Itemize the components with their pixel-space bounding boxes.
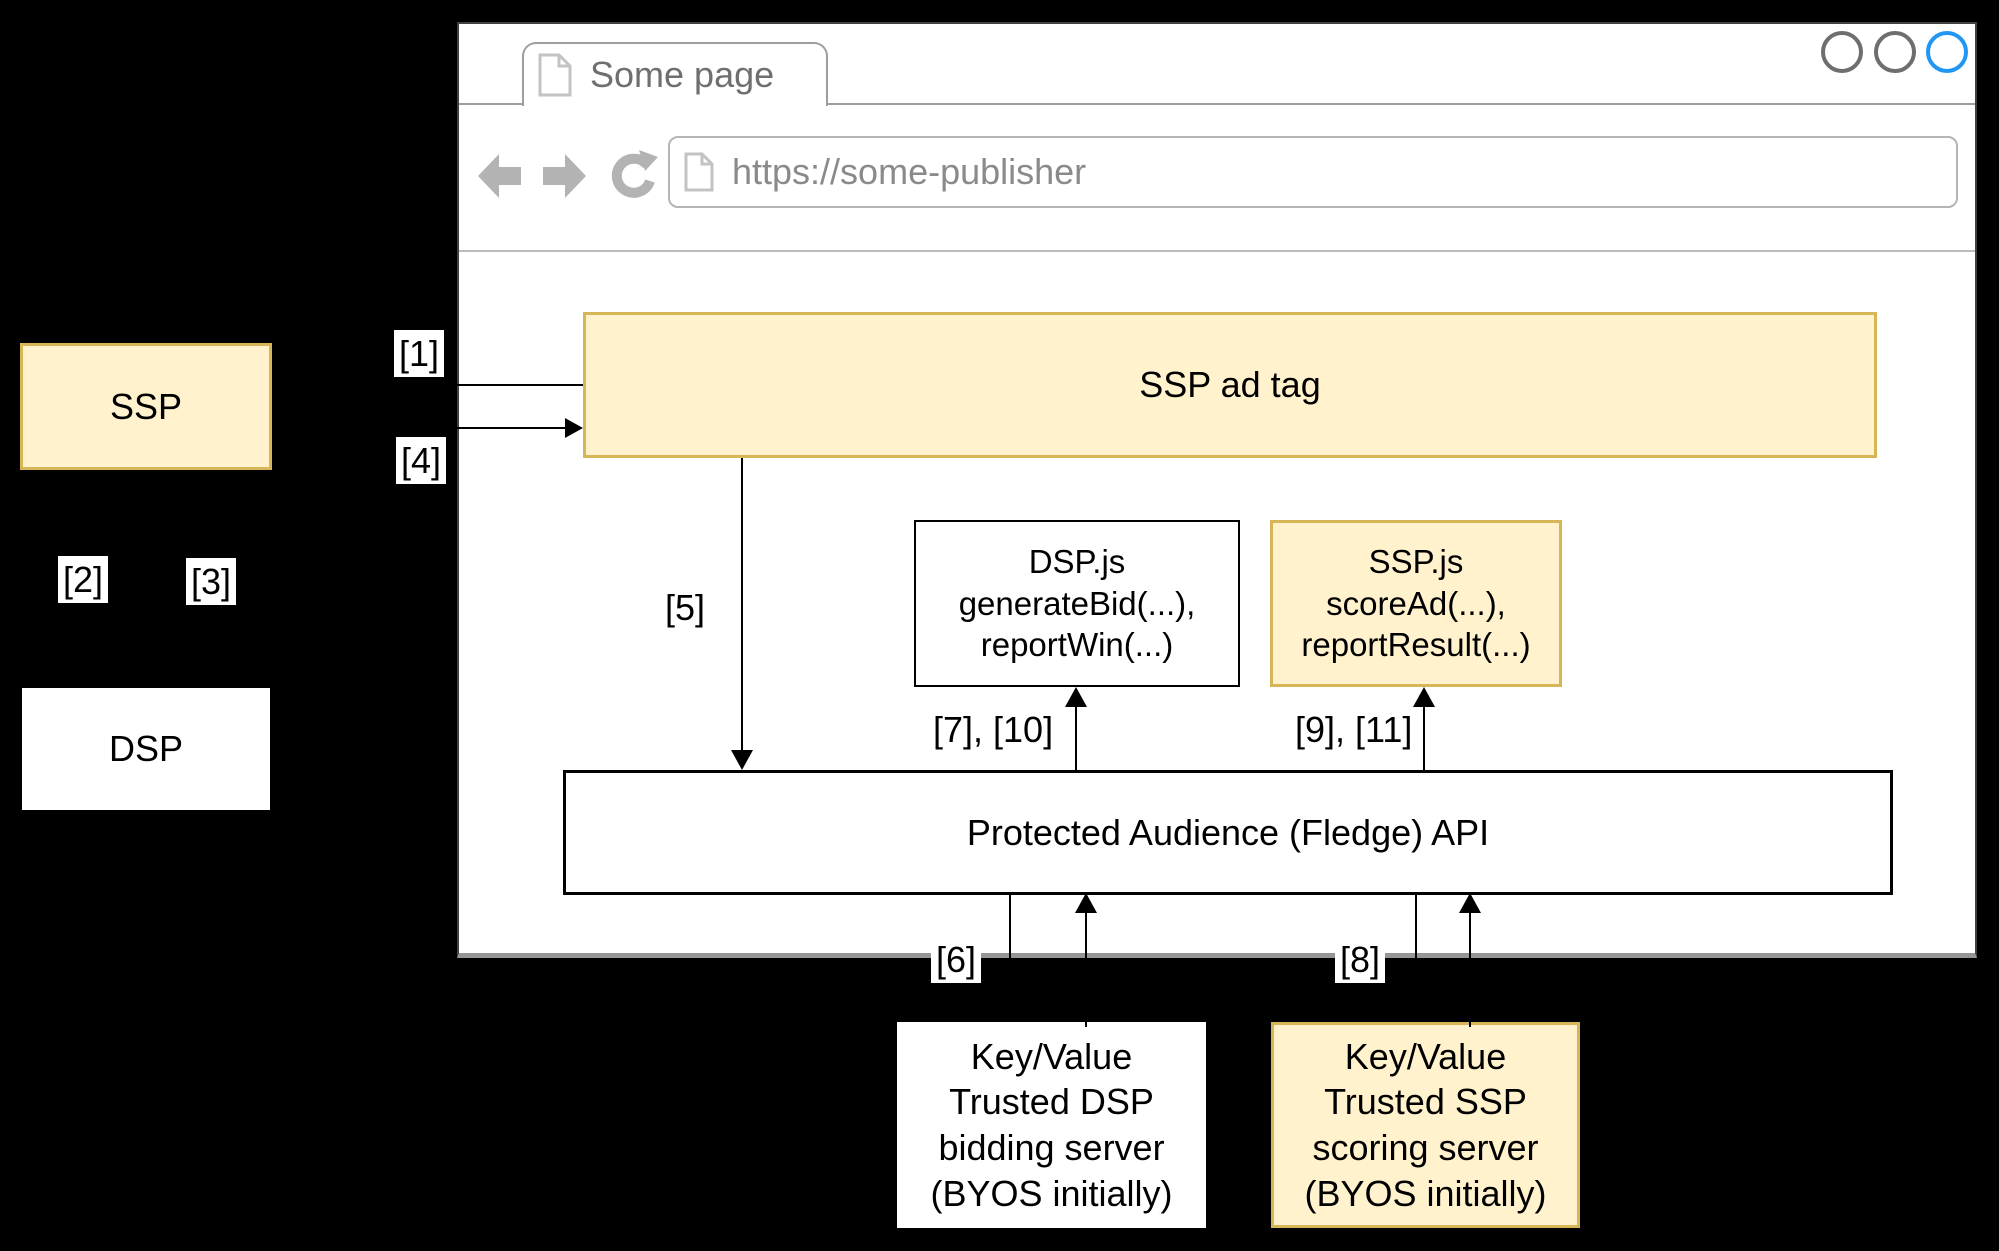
forward-button[interactable] [543,152,587,205]
step-label-1: [1] [394,330,445,378]
arrow-5-head [731,750,753,770]
ssp-box: SSP [20,343,272,470]
arrow-9-11-line [1423,707,1425,770]
step-label-4: [4] [396,437,447,485]
dsp-js-line: generateBid(...), [958,584,1196,622]
arrow-8-up-line [1469,913,1471,1027]
window-control-button-2[interactable] [1874,31,1916,73]
protected-audience-api-box: Protected Audience (Fledge) API [563,770,1893,895]
step-label-5: [5] [665,587,706,628]
back-arrow-icon [478,154,521,198]
page-icon [538,53,572,97]
window-control-button-1[interactable] [1821,31,1863,73]
step-label-9-11: [9], [11] [1295,709,1413,750]
tabbar-divider [459,103,1975,105]
ssp-js-line: scoreAd(...), [1326,584,1506,622]
dsp-js-line: DSP.js [1028,542,1126,580]
step-label-7-10: [7], [10] [933,709,1054,750]
tab-title: Some page [590,54,775,95]
dsp-box: DSP [22,688,270,810]
reload-icon [611,150,658,198]
ssp-js-line: reportResult(...) [1301,626,1531,664]
arrow-7-10-head [1065,687,1087,707]
back-button[interactable] [478,152,522,205]
ssp-server-line: Key/Value [1344,1035,1507,1077]
url-bar[interactable]: https://some-publisher [668,136,1958,208]
forward-arrow-icon [543,154,586,198]
dsp-bidding-server-box: Key/Value Trusted DSP bidding server (BY… [897,1022,1206,1228]
protected-audience-api-label: Protected Audience (Fledge) API [966,811,1490,853]
dsp-server-line: Trusted DSP [949,1081,1154,1123]
dsp-server-line: bidding server [938,1127,1165,1168]
dsp-server-line: Key/Value [970,1035,1133,1077]
dsp-server-line: (BYOS initially) [930,1172,1173,1214]
ssp-server-line: Trusted SSP [1324,1081,1527,1123]
step-label-6: [6] [931,936,982,984]
arrow-4-head [565,418,583,438]
arrow-5-line [741,458,743,750]
step-label-8: [8] [1335,936,1386,984]
arrow-4-line [272,427,565,429]
arrow-7-10-line [1075,707,1077,770]
step-label-3: [3] [186,558,237,606]
arrow-9-11-head [1413,687,1435,707]
window-control-button-3[interactable] [1926,31,1968,73]
dsp-js-box: DSP.js generateBid(...), reportWin(...) [914,520,1240,687]
navbar-divider [459,250,1975,252]
arrow-8-up-head [1459,893,1481,913]
dsp-js-line: reportWin(...) [980,626,1174,664]
arrow-1-line [272,384,583,386]
url-text: https://some-publisher [732,151,1087,192]
ssp-scoring-server-box: Key/Value Trusted SSP scoring server (BY… [1271,1022,1580,1228]
arrow-6-up-line [1085,913,1087,1027]
arrow-8-down-line [1415,895,1417,1022]
ssp-box-label: SSP [109,385,183,427]
dsp-box-label: DSP [108,728,184,770]
ssp-js-box: SSP.js scoreAd(...), reportResult(...) [1270,520,1562,687]
ssp-js-line: SSP.js [1368,542,1464,580]
page-icon [684,152,714,192]
step-label-2: [2] [58,556,109,604]
ssp-ad-tag-box: SSP ad tag [583,312,1877,458]
ssp-server-line: scoring server [1312,1127,1539,1168]
arrow-6-down-line [1009,895,1011,1022]
ssp-ad-tag-label: SSP ad tag [1139,364,1321,406]
browser-tab[interactable]: Some page [522,42,828,106]
ssp-server-line: (BYOS initially) [1304,1172,1547,1214]
reload-button[interactable] [606,148,658,209]
arrow-6-up-head [1075,893,1097,913]
